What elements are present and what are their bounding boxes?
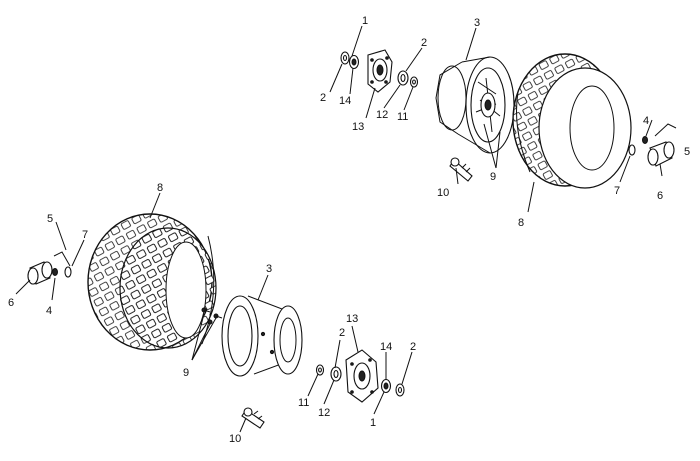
upper-nut-4 bbox=[642, 136, 648, 144]
callout-upper-5: 5 bbox=[684, 146, 690, 158]
upper-leader-lines bbox=[329, 25, 663, 213]
lower-bearing-14 bbox=[380, 378, 392, 394]
callout-lower-7: 7 bbox=[82, 229, 88, 241]
upper-washer-2 bbox=[340, 51, 350, 65]
callout-lower-3: 3 bbox=[266, 263, 272, 275]
lower-leader-lines bbox=[15, 192, 413, 433]
callout-upper-2b: 2 bbox=[421, 37, 427, 49]
upper-bearing-14 bbox=[348, 54, 360, 70]
callout-lower-10: 10 bbox=[229, 433, 241, 445]
lower-wheel-assembly: 8 5 7 6 4 3 9 10 11 12 2 13 14 2 1 bbox=[8, 182, 416, 445]
callout-lower-14: 14 bbox=[380, 341, 392, 353]
callout-upper-9: 9 bbox=[490, 171, 496, 183]
upper-wheel-assembly: 1 2 14 13 2 12 11 3 9 10 8 7 4 5 6 bbox=[320, 15, 690, 229]
upper-tire-8 bbox=[512, 53, 632, 189]
callout-upper-13: 13 bbox=[352, 121, 364, 133]
lower-rim-3 bbox=[221, 295, 303, 377]
callout-upper-12: 12 bbox=[376, 109, 388, 121]
callout-lower-2b: 2 bbox=[410, 341, 416, 353]
callout-upper-8: 8 bbox=[518, 217, 524, 229]
lower-seal-12 bbox=[330, 366, 342, 382]
lower-cap-6 bbox=[27, 261, 53, 285]
lower-hub-13 bbox=[345, 349, 379, 403]
callout-upper-6: 6 bbox=[657, 190, 663, 202]
upper-rim-3 bbox=[435, 56, 515, 154]
callout-lower-4: 4 bbox=[46, 305, 52, 317]
lower-tire-8 bbox=[87, 213, 217, 351]
upper-seal-12 bbox=[397, 70, 409, 86]
callout-upper-4: 4 bbox=[643, 115, 649, 127]
lower-nut-4 bbox=[52, 268, 58, 276]
callout-upper-3: 3 bbox=[474, 17, 480, 29]
callout-upper-2a: 2 bbox=[320, 92, 326, 104]
lower-washer-2 bbox=[395, 383, 405, 397]
callout-upper-14: 14 bbox=[339, 95, 351, 107]
callout-upper-7: 7 bbox=[614, 185, 620, 197]
lower-washer-11 bbox=[315, 364, 325, 376]
callout-lower-6: 6 bbox=[8, 297, 14, 309]
callout-lower-13: 13 bbox=[346, 313, 358, 325]
callout-lower-9: 9 bbox=[183, 367, 189, 379]
lower-cotter-pin-5 bbox=[53, 251, 71, 267]
callout-upper-10: 10 bbox=[437, 187, 449, 199]
upper-valve-stem-10 bbox=[449, 157, 473, 182]
upper-cap-6 bbox=[647, 141, 675, 167]
upper-hub-13 bbox=[367, 49, 393, 93]
callout-lower-11: 11 bbox=[298, 397, 309, 409]
callout-upper-11: 11 bbox=[397, 111, 408, 123]
upper-washer-7 bbox=[628, 144, 636, 156]
upper-washer-11 bbox=[409, 76, 419, 88]
lower-valve-stem-10 bbox=[241, 407, 265, 429]
callout-lower-8: 8 bbox=[157, 182, 163, 194]
callout-lower-1: 1 bbox=[370, 417, 376, 429]
lower-callout-labels: 8 5 7 6 4 3 9 10 11 12 2 13 14 2 1 bbox=[8, 182, 416, 445]
callout-upper-1: 1 bbox=[362, 15, 368, 27]
callout-lower-2a: 2 bbox=[339, 327, 345, 339]
lower-washer-7 bbox=[64, 266, 72, 278]
upper-cotter-pin-5 bbox=[654, 123, 677, 137]
upper-callout-labels: 1 2 14 13 2 12 11 3 9 10 8 7 4 5 6 bbox=[320, 15, 690, 229]
callout-lower-12: 12 bbox=[318, 407, 330, 419]
callout-lower-5: 5 bbox=[47, 213, 53, 225]
